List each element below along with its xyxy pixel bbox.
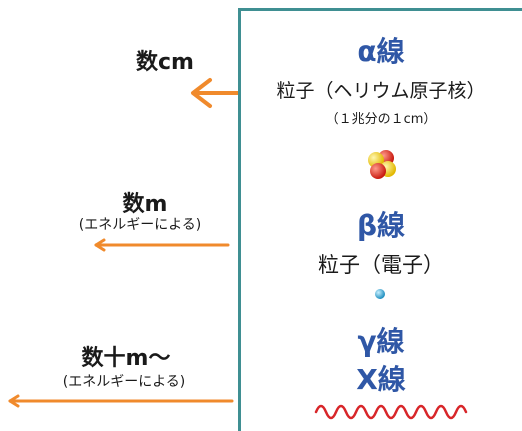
alpha-arrow — [191, 78, 240, 108]
alpha-description: 粒子（ヘリウム原子核） — [276, 80, 486, 102]
radiation-panel — [238, 8, 522, 431]
beta-arrow — [94, 238, 230, 252]
electron-icon — [375, 289, 385, 299]
beta-range-label: 数m — [122, 192, 168, 217]
gamma-title: γ線 — [357, 325, 405, 358]
beta-description: 粒子（電子） — [318, 253, 444, 277]
x-ray-title: X線 — [356, 363, 406, 396]
beta-title: β線 — [356, 209, 406, 242]
beta-range-note: (エネルギーによる) — [78, 217, 202, 233]
alpha-subnote: （１兆分の１cm） — [325, 112, 437, 127]
gamma-arrow — [8, 394, 234, 408]
alpha-range-label: 数cm — [136, 50, 194, 75]
gamma-range-label: 数十m〜 — [81, 346, 171, 371]
electromagnetic-wave-icon — [314, 404, 468, 420]
gamma-range-note: (エネルギーによる) — [62, 374, 186, 390]
helium-nucleus-icon — [368, 150, 396, 179]
alpha-title: α線 — [357, 35, 405, 68]
